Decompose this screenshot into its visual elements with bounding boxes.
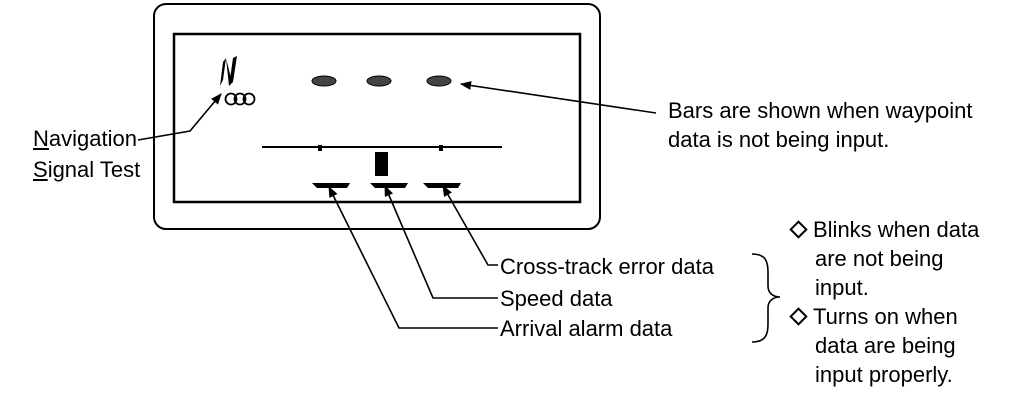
bars-label-line1: Bars are shown when waypoint [668,98,973,123]
bars-label-line2: data is not being input. [668,127,890,152]
signal-test-circles-icon [224,92,256,106]
status-segments [312,183,461,188]
speed-leader-line [384,184,498,299]
arrival-leader-line [328,185,498,329]
display-housing [153,3,601,230]
blinks-note-line1: Blinks when data [788,215,979,244]
nav-leader-line [137,93,222,141]
cross-track-label: Cross-track error data [500,254,714,279]
status-notes: Blinks when data are not being input. Tu… [788,215,979,389]
navigation-label-line2: Signal Test [33,157,141,182]
cross-track-segment [423,183,461,188]
nav-signal-n-icon [220,56,237,86]
diamond-icon [789,307,808,326]
waypoint-bars [311,75,452,87]
waypoint-bar [366,75,392,87]
waypoint-bar [426,75,452,87]
cross-track-scale [262,145,502,151]
arrival-alarm-segment [312,183,350,188]
grouping-brace [751,253,781,343]
turns-on-note-line3: input properly. [815,362,953,387]
lcd-window [172,32,582,204]
speed-segment [370,183,408,188]
arrival-label: Arrival alarm data [500,316,673,341]
bars-leader-line [459,81,657,114]
blinks-note-line2: are not being [815,246,944,271]
waypoint-bar [311,75,337,87]
speed-label: Speed data [500,286,613,311]
navigation-label-line1: Navigation [33,126,137,151]
turns-on-note-line1: Turns on when [788,302,979,331]
blinks-note-line3: input. [815,275,869,300]
diamond-icon [789,220,808,239]
cross-track-center-bar [375,152,388,176]
cross-track-leader-line [442,185,498,266]
turns-on-note-line2: data are being [815,333,956,358]
